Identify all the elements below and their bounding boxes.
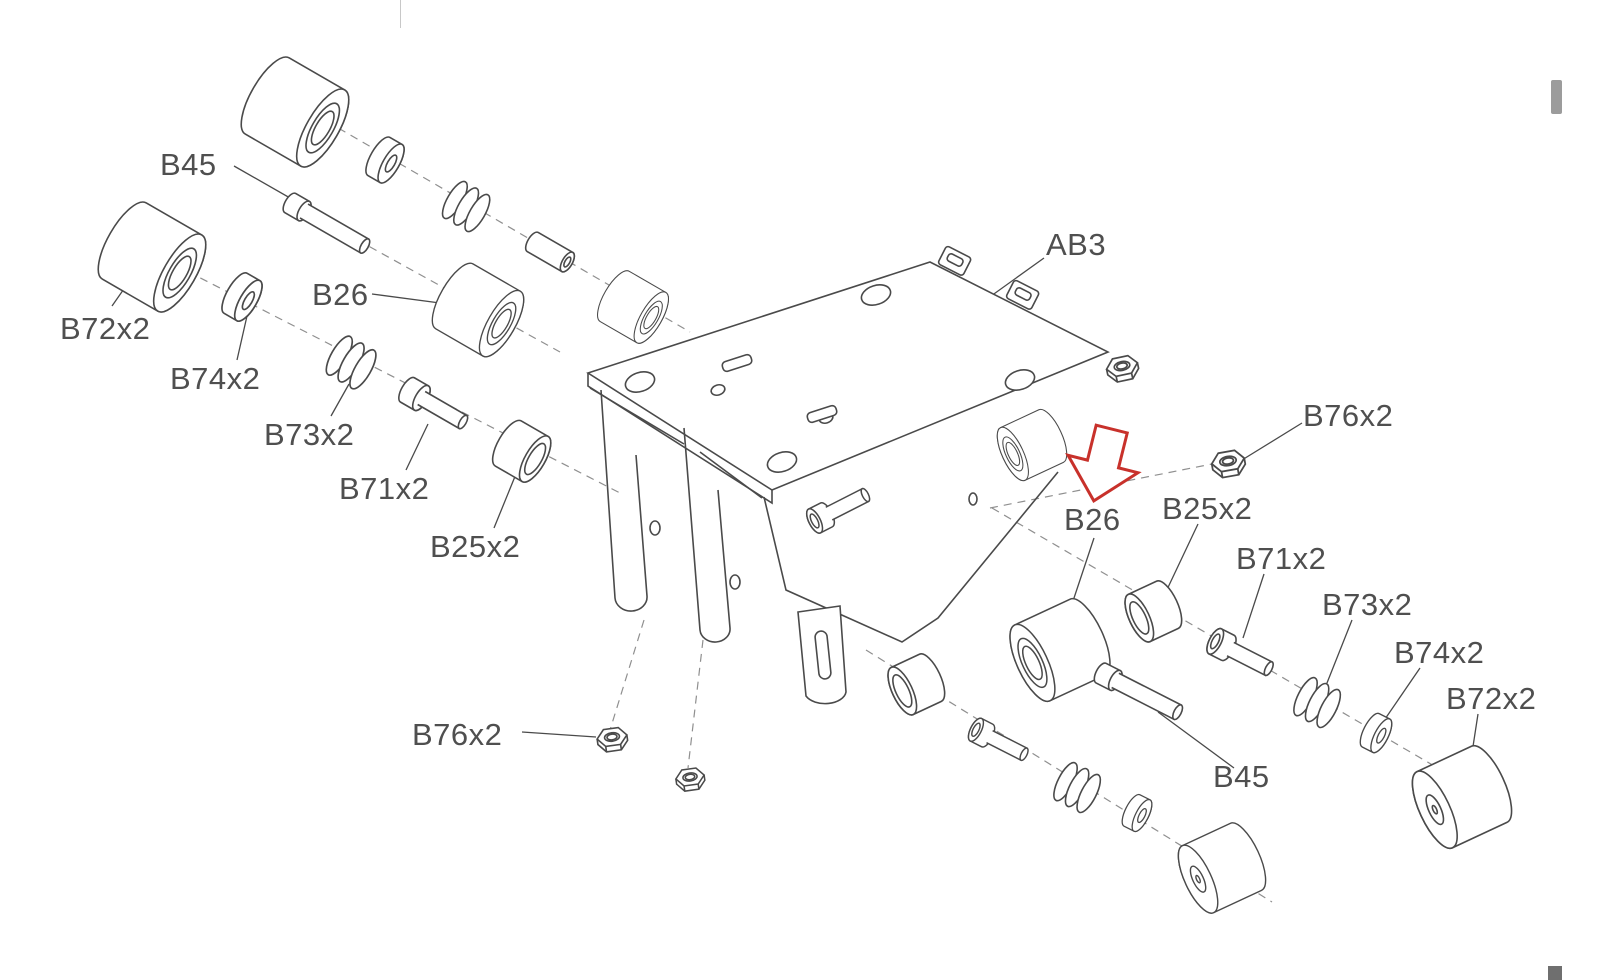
part-bushing-bottom	[881, 649, 952, 720]
label-ab3: AB3	[1046, 227, 1107, 262]
part-nut-on-plate	[1103, 353, 1142, 385]
part-bolt-bottom	[964, 715, 1034, 768]
part-roller-b72x2-right	[1402, 739, 1522, 855]
highlight-arrow-icon	[1065, 423, 1142, 503]
part-washer-b74x2-left	[215, 268, 269, 326]
part-bolt-mounted	[802, 481, 875, 537]
part-spring-b73x2-right	[1288, 673, 1346, 732]
part-roller-b26-right	[1000, 592, 1120, 708]
scrollbar-corner	[1548, 966, 1562, 980]
label-b72x2-right: B72x2	[1446, 681, 1537, 716]
part-nut-b76x2-right	[1209, 448, 1248, 480]
part-axle-b45-right	[1090, 660, 1187, 725]
part-bracket-ab3	[586, 245, 1110, 705]
label-b71x2-right: B71x2	[1236, 541, 1327, 576]
label-b73x2-left: B73x2	[264, 417, 355, 452]
part-spring-upper-left	[437, 177, 496, 236]
label-b45-lower-right: B45	[1213, 759, 1270, 794]
label-b71x2-left: B71x2	[339, 471, 430, 506]
part-roller-upper-left	[230, 49, 360, 175]
part-nut-b76x2-left-2	[674, 766, 707, 793]
scrollbar-thumb[interactable]	[1551, 80, 1562, 114]
label-b26-right: B26	[1064, 502, 1121, 537]
page-edge-tick	[400, 0, 401, 28]
part-bushing-b25x2-right	[1118, 576, 1189, 647]
part-roller-bottom	[1169, 817, 1275, 919]
part-bolt-b71x2-right	[1202, 625, 1279, 684]
part-axle-b45-left	[279, 190, 375, 259]
label-b72x2-left: B72x2	[60, 311, 151, 346]
part-washer-b74x2-right	[1355, 709, 1397, 757]
part-roller-mounted	[990, 404, 1074, 486]
part-washer-upper-left	[360, 132, 410, 188]
part-bolt-b71x2-left	[394, 374, 474, 437]
label-b76x2-left: B76x2	[412, 717, 503, 752]
label-b74x2-left: B74x2	[170, 361, 261, 396]
exploded-parts	[87, 49, 1522, 919]
part-nut-b76x2-left	[595, 725, 630, 754]
label-b74x2-right: B74x2	[1394, 635, 1485, 670]
label-b45-upper-left: B45	[160, 147, 217, 182]
part-bushing-b25x2-left	[485, 415, 558, 488]
label-b73x2-right: B73x2	[1322, 587, 1413, 622]
part-spring-bottom	[1048, 758, 1106, 817]
part-washer-bottom	[1117, 791, 1157, 835]
label-b76x2-right: B76x2	[1303, 398, 1394, 433]
part-roller-b72x2-left	[87, 194, 217, 320]
part-roller-b26-left	[423, 256, 533, 364]
part-spring-b73x2-left	[320, 331, 382, 394]
label-b25x2-right: B25x2	[1162, 491, 1253, 526]
part-spacer-upper-left	[522, 229, 578, 275]
part-roller-upper-left-2	[590, 265, 676, 349]
label-b26-left: B26	[312, 277, 369, 312]
label-b25x2-left: B25x2	[430, 529, 521, 564]
